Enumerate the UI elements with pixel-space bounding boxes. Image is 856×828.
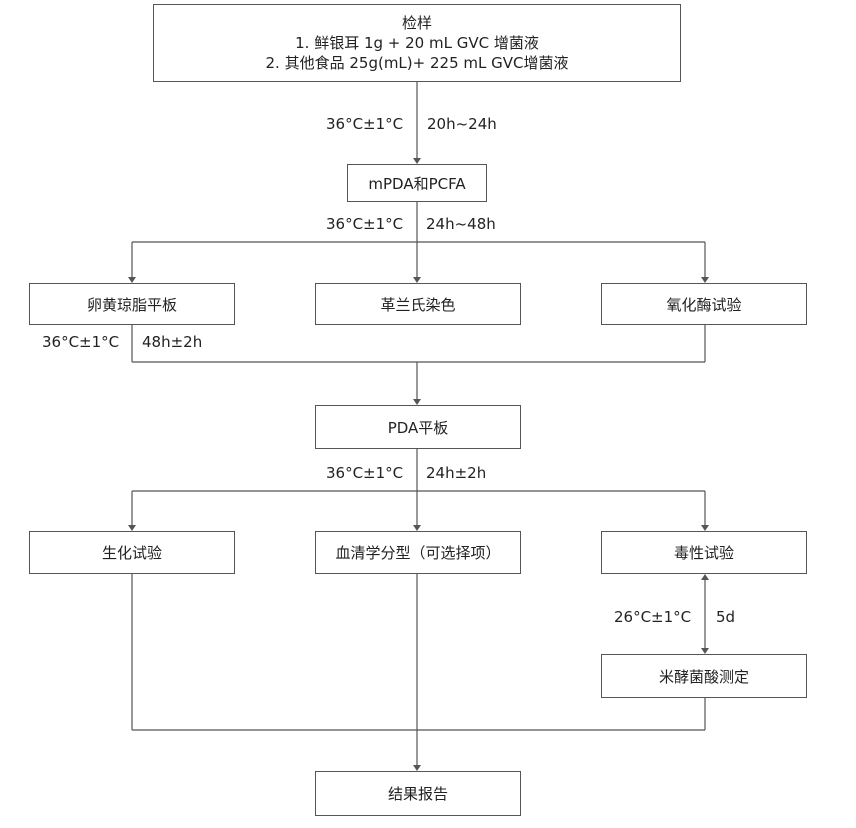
arrowhead	[128, 277, 136, 283]
node-toxicity-test: 毒性试验	[601, 531, 807, 574]
step5-temperature: 26°C±1°C	[614, 608, 692, 626]
node-sample-title: 检样	[401, 14, 432, 32]
node-sample: 检样 1. 鲜银耳 1g + 20 mL GVC 增菌液 2. 其他食品 25g…	[153, 4, 681, 82]
node-result-report: 结果报告	[315, 771, 521, 816]
step1-temperature: 36°C±1°C	[326, 115, 404, 133]
arrowhead	[701, 574, 709, 580]
node-result-report-label: 结果报告	[387, 785, 448, 803]
step3-duration: 48h±2h	[142, 333, 203, 351]
arrowhead	[128, 525, 136, 531]
step2-duration: 24h~48h	[426, 215, 496, 233]
node-sample-line-1: 1. 鲜银耳 1g + 20 mL GVC 增菌液	[295, 34, 539, 52]
step2-temperature: 36°C±1°C	[326, 215, 404, 233]
node-gram-stain-label: 革兰氏染色	[380, 295, 456, 314]
node-mpda-pcfa: mPDA和PCFA	[347, 164, 487, 202]
node-pda-plate: PDA平板	[315, 405, 521, 449]
arrowhead	[413, 158, 421, 164]
arrowhead	[413, 277, 421, 283]
step4-temperature: 36°C±1°C	[326, 464, 404, 482]
node-mpda-pcfa-label: mPDA和PCFA	[368, 174, 466, 193]
arrowhead	[413, 765, 421, 771]
node-oxidase-test: 氧化酶试验	[601, 283, 807, 325]
step3-temperature: 36°C±1°C	[42, 333, 120, 351]
node-gram-stain: 革兰氏染色	[315, 283, 521, 325]
step1-duration: 20h~24h	[427, 115, 497, 133]
node-serotyping-label: 血清学分型（可选择项）	[335, 544, 501, 562]
node-biochemical-test: 生化试验	[29, 531, 235, 574]
step4-duration: 24h±2h	[426, 464, 487, 482]
arrowhead	[701, 648, 709, 654]
node-egg-yolk-agar: 卵黄琼脂平板	[29, 283, 235, 325]
arrowhead	[701, 277, 709, 283]
node-bongkrekic-acid-test-label: 米酵菌酸测定	[658, 667, 749, 686]
arrowhead	[413, 399, 421, 405]
node-oxidase-test-label: 氧化酶试验	[666, 295, 742, 314]
arrowhead	[413, 525, 421, 531]
step5-duration: 5d	[716, 608, 736, 626]
arrowhead	[701, 525, 709, 531]
node-pda-plate-label: PDA平板	[387, 418, 449, 437]
node-bongkrekic-acid-test: 米酵菌酸测定	[601, 654, 807, 698]
node-toxicity-test-label: 毒性试验	[673, 544, 734, 562]
node-egg-yolk-agar-label: 卵黄琼脂平板	[86, 295, 177, 314]
node-serotyping: 血清学分型（可选择项）	[315, 531, 521, 574]
node-biochemical-test-label: 生化试验	[101, 544, 162, 562]
node-sample-line-2: 2. 其他食品 25g(mL)+ 225 mL GVC增菌液	[265, 54, 569, 72]
